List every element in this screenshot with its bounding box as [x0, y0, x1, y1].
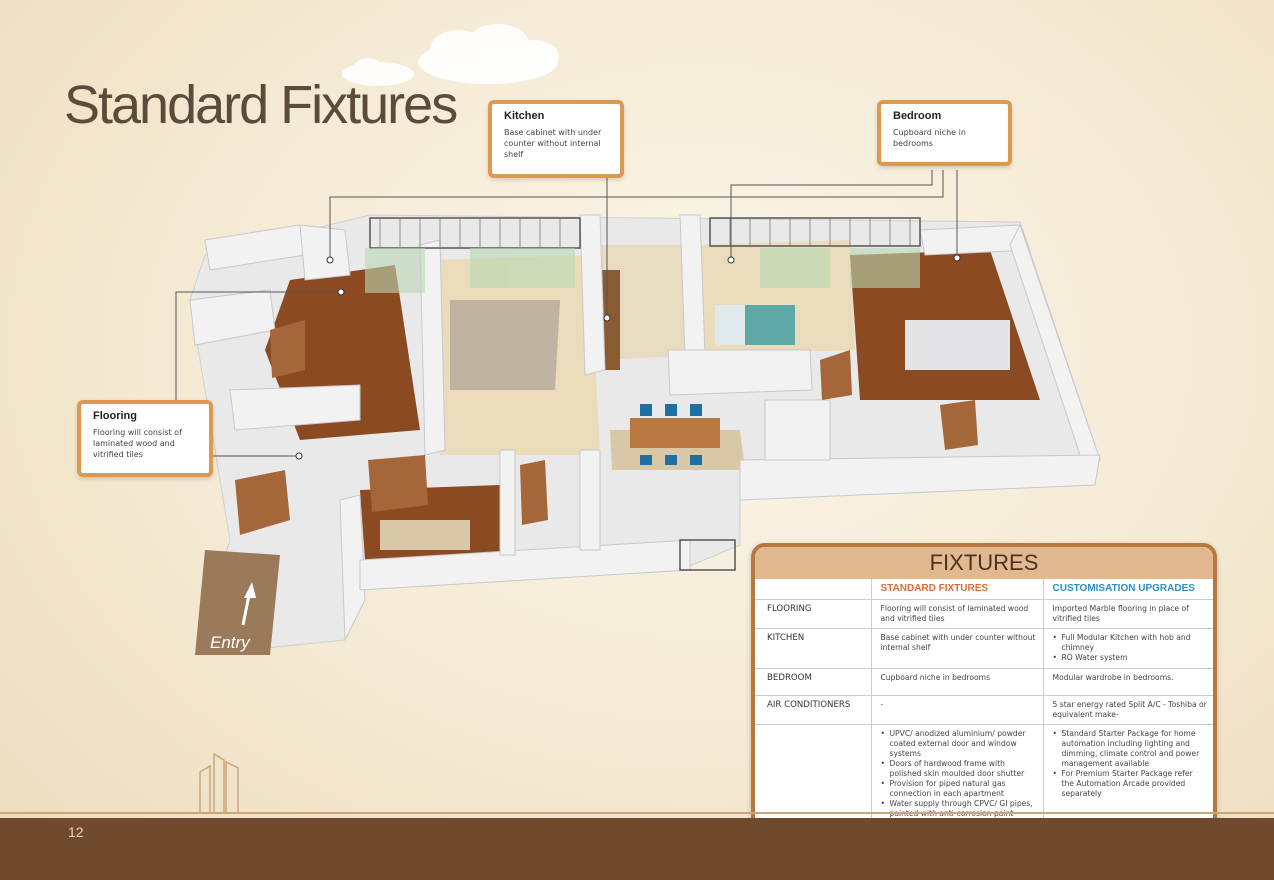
- standard-cell: -: [870, 695, 1043, 725]
- bedroom-callout: Bedroom Cupboard niche in bedrooms: [877, 100, 1012, 166]
- custom-cell: 5 star energy rated Split A/C - Toshiba …: [1042, 695, 1213, 725]
- row-label: FLOORING: [755, 599, 871, 629]
- cell-text: 5 star energy rated Split A/C - Toshiba …: [1052, 699, 1207, 719]
- flooring-callout-title: Flooring: [93, 410, 137, 422]
- table-row: FLOORING Flooring will consist of laminat…: [755, 599, 1213, 629]
- bullet-item: Standard Starter Package for home automa…: [1053, 729, 1208, 769]
- custom-cell: Imported Marble flooring in place of vit…: [1042, 599, 1213, 629]
- page-title: Standard Fixtures: [64, 75, 458, 135]
- footer-divider: [0, 812, 1274, 814]
- custom-cell: Modular wardrobe in bedrooms.: [1042, 668, 1213, 696]
- footer-band: [0, 818, 1274, 880]
- bullet-item: UPVC/ anodized aluminium/ powder coated …: [881, 729, 1037, 759]
- cell-text: Cupboard niche in bedrooms: [880, 672, 991, 682]
- bullet-item: Full Modular Kitchen with hob and chimne…: [1053, 633, 1208, 653]
- fixtures-table: STANDARD FIXTURES CUSTOMISATION UPGRADES…: [755, 579, 1213, 850]
- table-row: AIR CONDITIONERS- 5 star energy rated Spl…: [755, 695, 1213, 725]
- standard-cell: Flooring will consist of laminated wood …: [870, 599, 1043, 629]
- flooring-callout-text: Flooring will consist of laminated wood …: [93, 428, 182, 459]
- kitchen-callout: Kitchen Base cabinet with under counter …: [488, 100, 624, 178]
- bullet-item: For Premium Starter Package refer the Au…: [1053, 769, 1208, 799]
- standard-cell: Base cabinet with under counter without …: [870, 628, 1043, 669]
- cell-text: Modular wardrobe in bedrooms.: [1052, 672, 1174, 682]
- fixtures-table-body: FLOORING Flooring will consist of laminat…: [755, 599, 1213, 850]
- kitchen-callout-text: Base cabinet with under counter without …: [504, 128, 602, 159]
- bullet-item: Doors of hardwood frame with polished sk…: [881, 759, 1037, 779]
- fixtures-title: FIXTURES: [755, 547, 1213, 579]
- custom-cell: Full Modular Kitchen with hob and chimne…: [1042, 628, 1213, 669]
- header-customisation-upgrades: CUSTOMISATION UPGRADES: [1042, 579, 1213, 600]
- table-row: KITCHEN Base cabinet with under counter w…: [755, 628, 1213, 669]
- bedroom-callout-title: Bedroom: [893, 110, 942, 122]
- flooring-callout: Flooring Flooring will consist of lamina…: [77, 400, 213, 477]
- row-label: AIR CONDITIONERS: [755, 695, 871, 725]
- cell-text: Imported Marble flooring in place of vit…: [1052, 603, 1189, 623]
- fixtures-table-card: FIXTURES STANDARD FIXTURES CUSTOMISATION…: [751, 543, 1217, 854]
- row-label: KITCHEN: [755, 628, 871, 669]
- cell-text: Flooring will consist of laminated wood …: [880, 603, 1029, 623]
- page-number: 12: [68, 824, 84, 840]
- row-label: BEDROOM: [755, 668, 871, 696]
- cloud-decoration: [342, 24, 559, 86]
- table-row: BEDROOM Cupboard niche in bedrooms Modular…: [755, 668, 1213, 696]
- bedroom-callout-text: Cupboard niche in bedrooms: [893, 128, 966, 148]
- cell-text: Base cabinet with under counter without …: [880, 632, 1036, 652]
- cell-text: -: [880, 699, 884, 709]
- bullet-item: RO Water system: [1053, 653, 1208, 663]
- bullet-item: Provision for piped natural gas connecti…: [881, 779, 1037, 799]
- bullet-item: Water supply through CPVC/ GI pipes, pai…: [881, 799, 1037, 819]
- entry-label: Entry: [210, 633, 251, 652]
- header-standard-fixtures: STANDARD FIXTURES: [870, 579, 1043, 600]
- building-logo-icon: [199, 752, 239, 814]
- kitchen-callout-title: Kitchen: [504, 110, 545, 122]
- header-blank: [755, 579, 871, 600]
- standard-cell: Cupboard niche in bedrooms: [870, 668, 1043, 696]
